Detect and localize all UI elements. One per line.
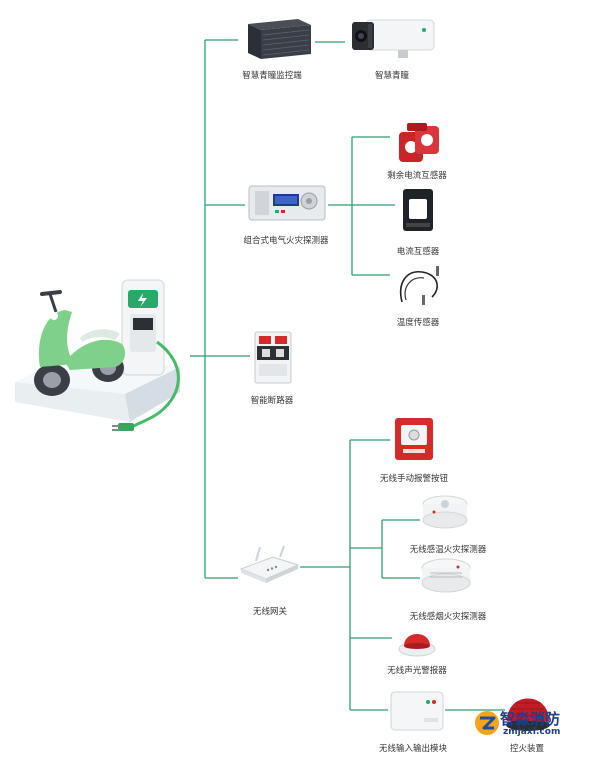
residual-current-transformer-icon <box>399 123 439 162</box>
gateway-label: 无线网关 <box>252 607 288 617</box>
io-module-icon <box>390 691 444 731</box>
detector-label: 组合式电气火灾探测器 <box>243 236 329 246</box>
fire-control-label: 控火装置 <box>509 744 545 754</box>
brand-logo-icon <box>475 711 499 735</box>
wireless-gateway-icon <box>239 545 300 583</box>
bullet-camera-icon <box>352 19 435 58</box>
manual-alarm-button-icon <box>395 418 433 460</box>
camera-label: 智慧青瞳 <box>374 71 410 81</box>
fire-control-device-icon <box>506 698 550 731</box>
electrical-fire-detector-icon <box>248 185 326 221</box>
sounder-label: 无线声光警报器 <box>387 666 447 676</box>
smoke-detector-icon <box>421 558 471 593</box>
nvr-rack-icon <box>248 19 311 59</box>
residual-ct-label: 剩余电流互感器 <box>387 171 447 181</box>
heat-detector-label: 无线感温火灾探测器 <box>409 545 487 555</box>
temp-sensor-label: 温度传感器 <box>396 318 440 328</box>
smoke-detector-label: 无线感烟火灾探测器 <box>409 612 487 622</box>
ev-scooter-charging-illustration <box>15 279 180 431</box>
nvr-label: 智慧青瞳监控端 <box>242 71 302 81</box>
temperature-sensor-icon <box>400 266 439 305</box>
ct-label: 电流互感器 <box>396 247 440 257</box>
breaker-label: 智能断路器 <box>250 396 294 406</box>
watermark-url: zmjaxf.com <box>503 727 561 737</box>
manual-alarm-label: 无线手动报警按钮 <box>379 474 449 484</box>
smart-breaker-icon <box>254 331 292 384</box>
watermark-brand: 智淼消防 <box>500 710 561 728</box>
current-transformer-icon <box>403 189 433 231</box>
heat-detector-icon <box>422 495 468 529</box>
sounder-strobe-icon <box>398 634 436 657</box>
io-module-label: 无线输入输出模块 <box>378 744 448 754</box>
